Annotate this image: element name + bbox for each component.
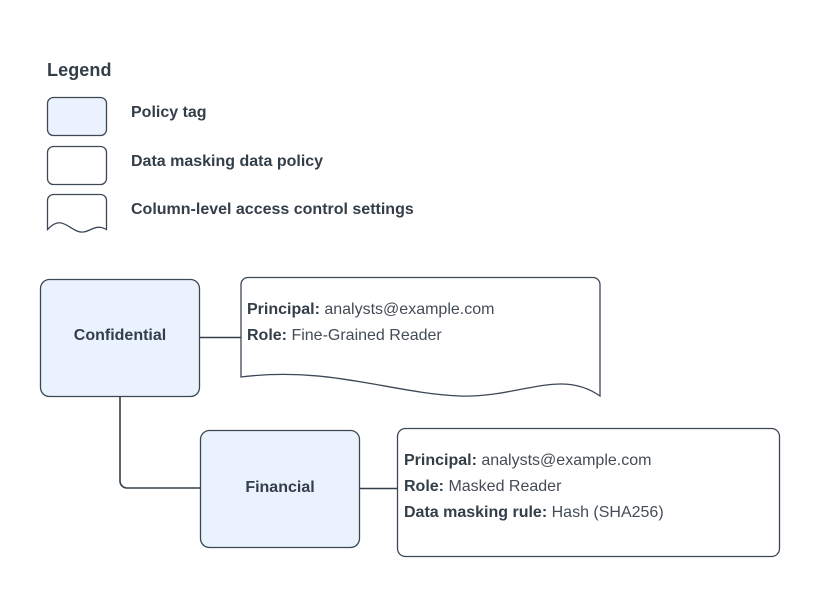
callout-row-key: Principal:: [404, 452, 477, 469]
data-masking-policy-swatch: [46, 145, 108, 186]
node-label-financial: Financial: [245, 479, 315, 496]
callout-row: Principal: analysts@example.com: [404, 448, 774, 474]
callout-row: Role: Fine-Grained Reader: [247, 323, 593, 349]
callout-row-key: Principal:: [247, 301, 320, 318]
callout-row-key: Role:: [404, 478, 444, 495]
callout-row: Role: Masked Reader: [404, 474, 774, 500]
node-financial-shape[interactable]: [199, 429, 361, 549]
callout-row-value: Fine-Grained Reader: [291, 327, 442, 344]
callout-row-value: Hash (SHA256): [551, 504, 664, 521]
node-confidential-shape[interactable]: [39, 278, 201, 398]
policy-tag-swatch: [46, 96, 108, 137]
node-label-confidential: Confidential: [73, 327, 167, 344]
legend-item-label-column-access-settings: Column-level access control settings: [131, 201, 414, 218]
callout-confidential-access-settings-shape: [240, 276, 601, 398]
callout-row-value: analysts@example.com: [324, 301, 495, 318]
callout-row: Data masking rule: Hash (SHA256): [404, 500, 774, 526]
legend-item-label-policy-tag: Policy tag: [131, 104, 207, 121]
callout-confidential-access-settings: Principal: analysts@example.com Role: Fi…: [247, 297, 593, 349]
connector-confidential-to-financial: [119, 397, 200, 489]
callout-row: Principal: analysts@example.com: [247, 297, 593, 323]
legend-item-label-data-masking-policy: Data masking data policy: [131, 153, 324, 170]
callout-financial-masking-policy: Principal: analysts@example.com Role: Ma…: [404, 448, 774, 526]
callout-row-value: analysts@example.com: [481, 452, 652, 469]
callout-row-key: Data masking rule:: [404, 504, 548, 521]
legend-title: Legend: [47, 60, 112, 80]
column-access-settings-swatch: [46, 193, 108, 233]
callout-row-key: Role:: [247, 327, 287, 344]
callout-financial-masking-policy-shape: [396, 427, 781, 558]
callout-row-value: Masked Reader: [448, 478, 562, 495]
